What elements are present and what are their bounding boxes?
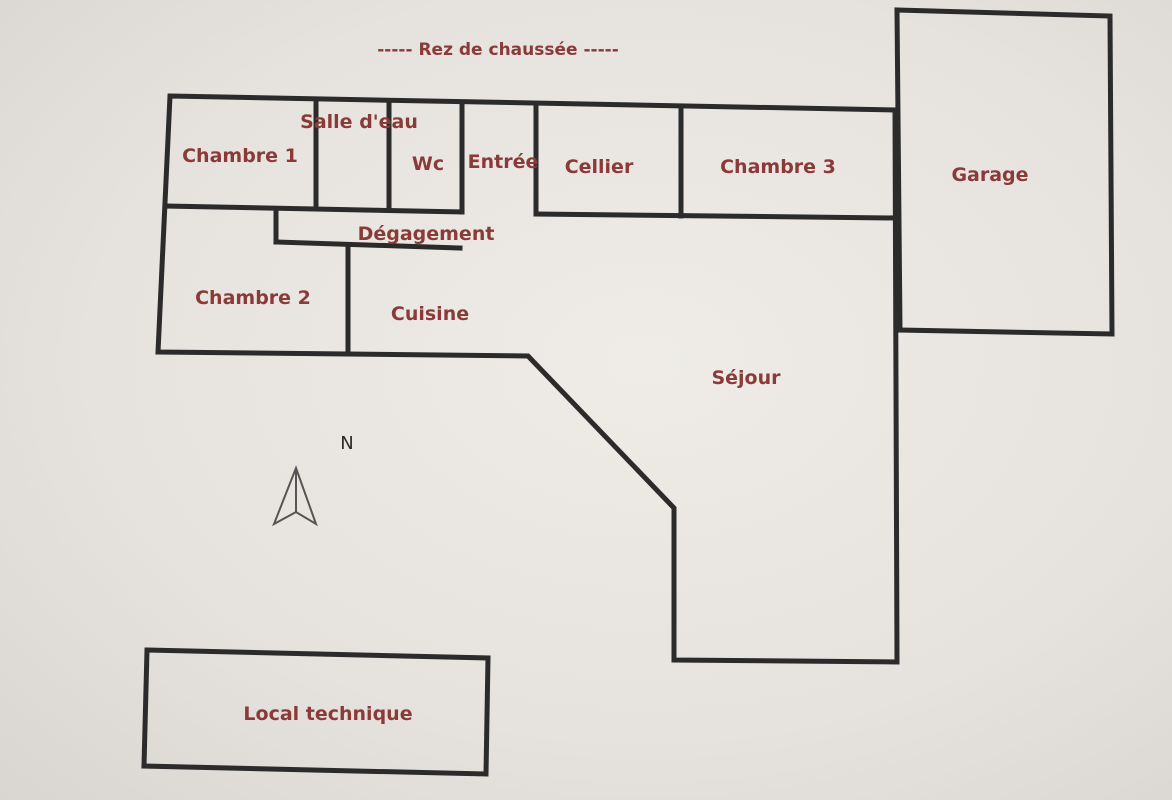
room-label-cellier: Cellier [565,156,634,178]
room-label-degagement: Dégagement [358,223,495,245]
house-outline [155,93,900,665]
room-label-local-technique: Local technique [243,703,412,725]
room-label-wc: Wc [412,153,444,175]
room-label-chambre3: Chambre 3 [720,156,836,178]
room-label-chambre2: Chambre 2 [195,287,311,309]
plan-title: ----- Rez de chaussée ----- [377,40,619,60]
local-technique-outline [141,647,491,777]
room-label-chambre1: Chambre 1 [182,145,298,167]
room-label-entree: Entrée [468,151,539,173]
wall-degagement-bottom [273,239,463,251]
north-label: N [340,433,353,454]
room-label-sejour: Séjour [711,367,781,389]
north-arrow-icon [272,465,318,527]
wall-top-row-right [533,211,898,221]
garage-outline [894,7,1115,337]
room-label-cuisine: Cuisine [391,303,469,325]
room-label-salle-deau: Salle d'eau [300,111,418,133]
room-label-garage: Garage [951,164,1028,186]
